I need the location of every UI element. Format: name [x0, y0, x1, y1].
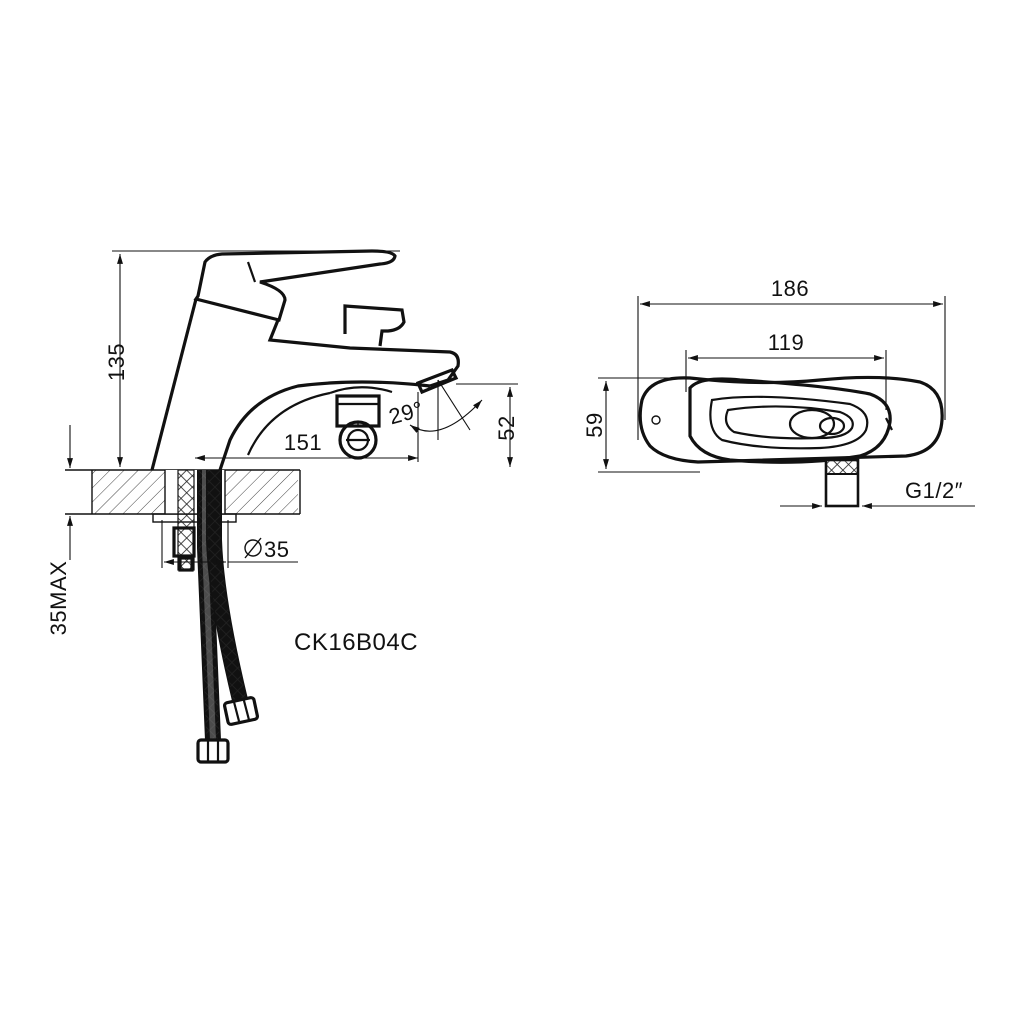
top-view: 186 119 59 G1/2″: [582, 276, 975, 509]
angle-label: 29°: [386, 396, 426, 429]
dimension-reach: 151: [195, 392, 419, 462]
dimension-spout-height: 52: [456, 383, 519, 467]
dimension-height: 135: [104, 250, 400, 467]
side-view: 135 151 29° 52 35MAX: [46, 249, 519, 764]
reach-label: 151: [284, 430, 322, 455]
dimension-counter-thickness: 35MAX: [46, 425, 73, 636]
handle-length-label: 119: [768, 330, 805, 355]
diameter-icon: [244, 537, 262, 559]
connection-label: G1/2″: [905, 478, 963, 503]
dimension-hole-diameter: 35: [161, 520, 298, 568]
hole-diameter-label: 35: [264, 537, 289, 562]
faucet-top-outline: [638, 375, 944, 508]
height-label: 135: [104, 343, 129, 381]
dimension-angle: 29°: [386, 379, 483, 440]
overall-length-label: 186: [771, 276, 809, 301]
dimension-overall-length: 186: [637, 276, 946, 440]
mounting-kit: [152, 469, 260, 764]
counter-thickness-label: 35MAX: [46, 561, 71, 636]
dimension-handle-length: 119: [685, 330, 887, 410]
model-code: CK16B04C: [294, 629, 418, 656]
dimension-connection: G1/2″: [780, 478, 975, 509]
spout-height-label: 52: [494, 415, 519, 440]
width-label: 59: [582, 412, 607, 437]
dimension-width: 59: [582, 377, 700, 473]
